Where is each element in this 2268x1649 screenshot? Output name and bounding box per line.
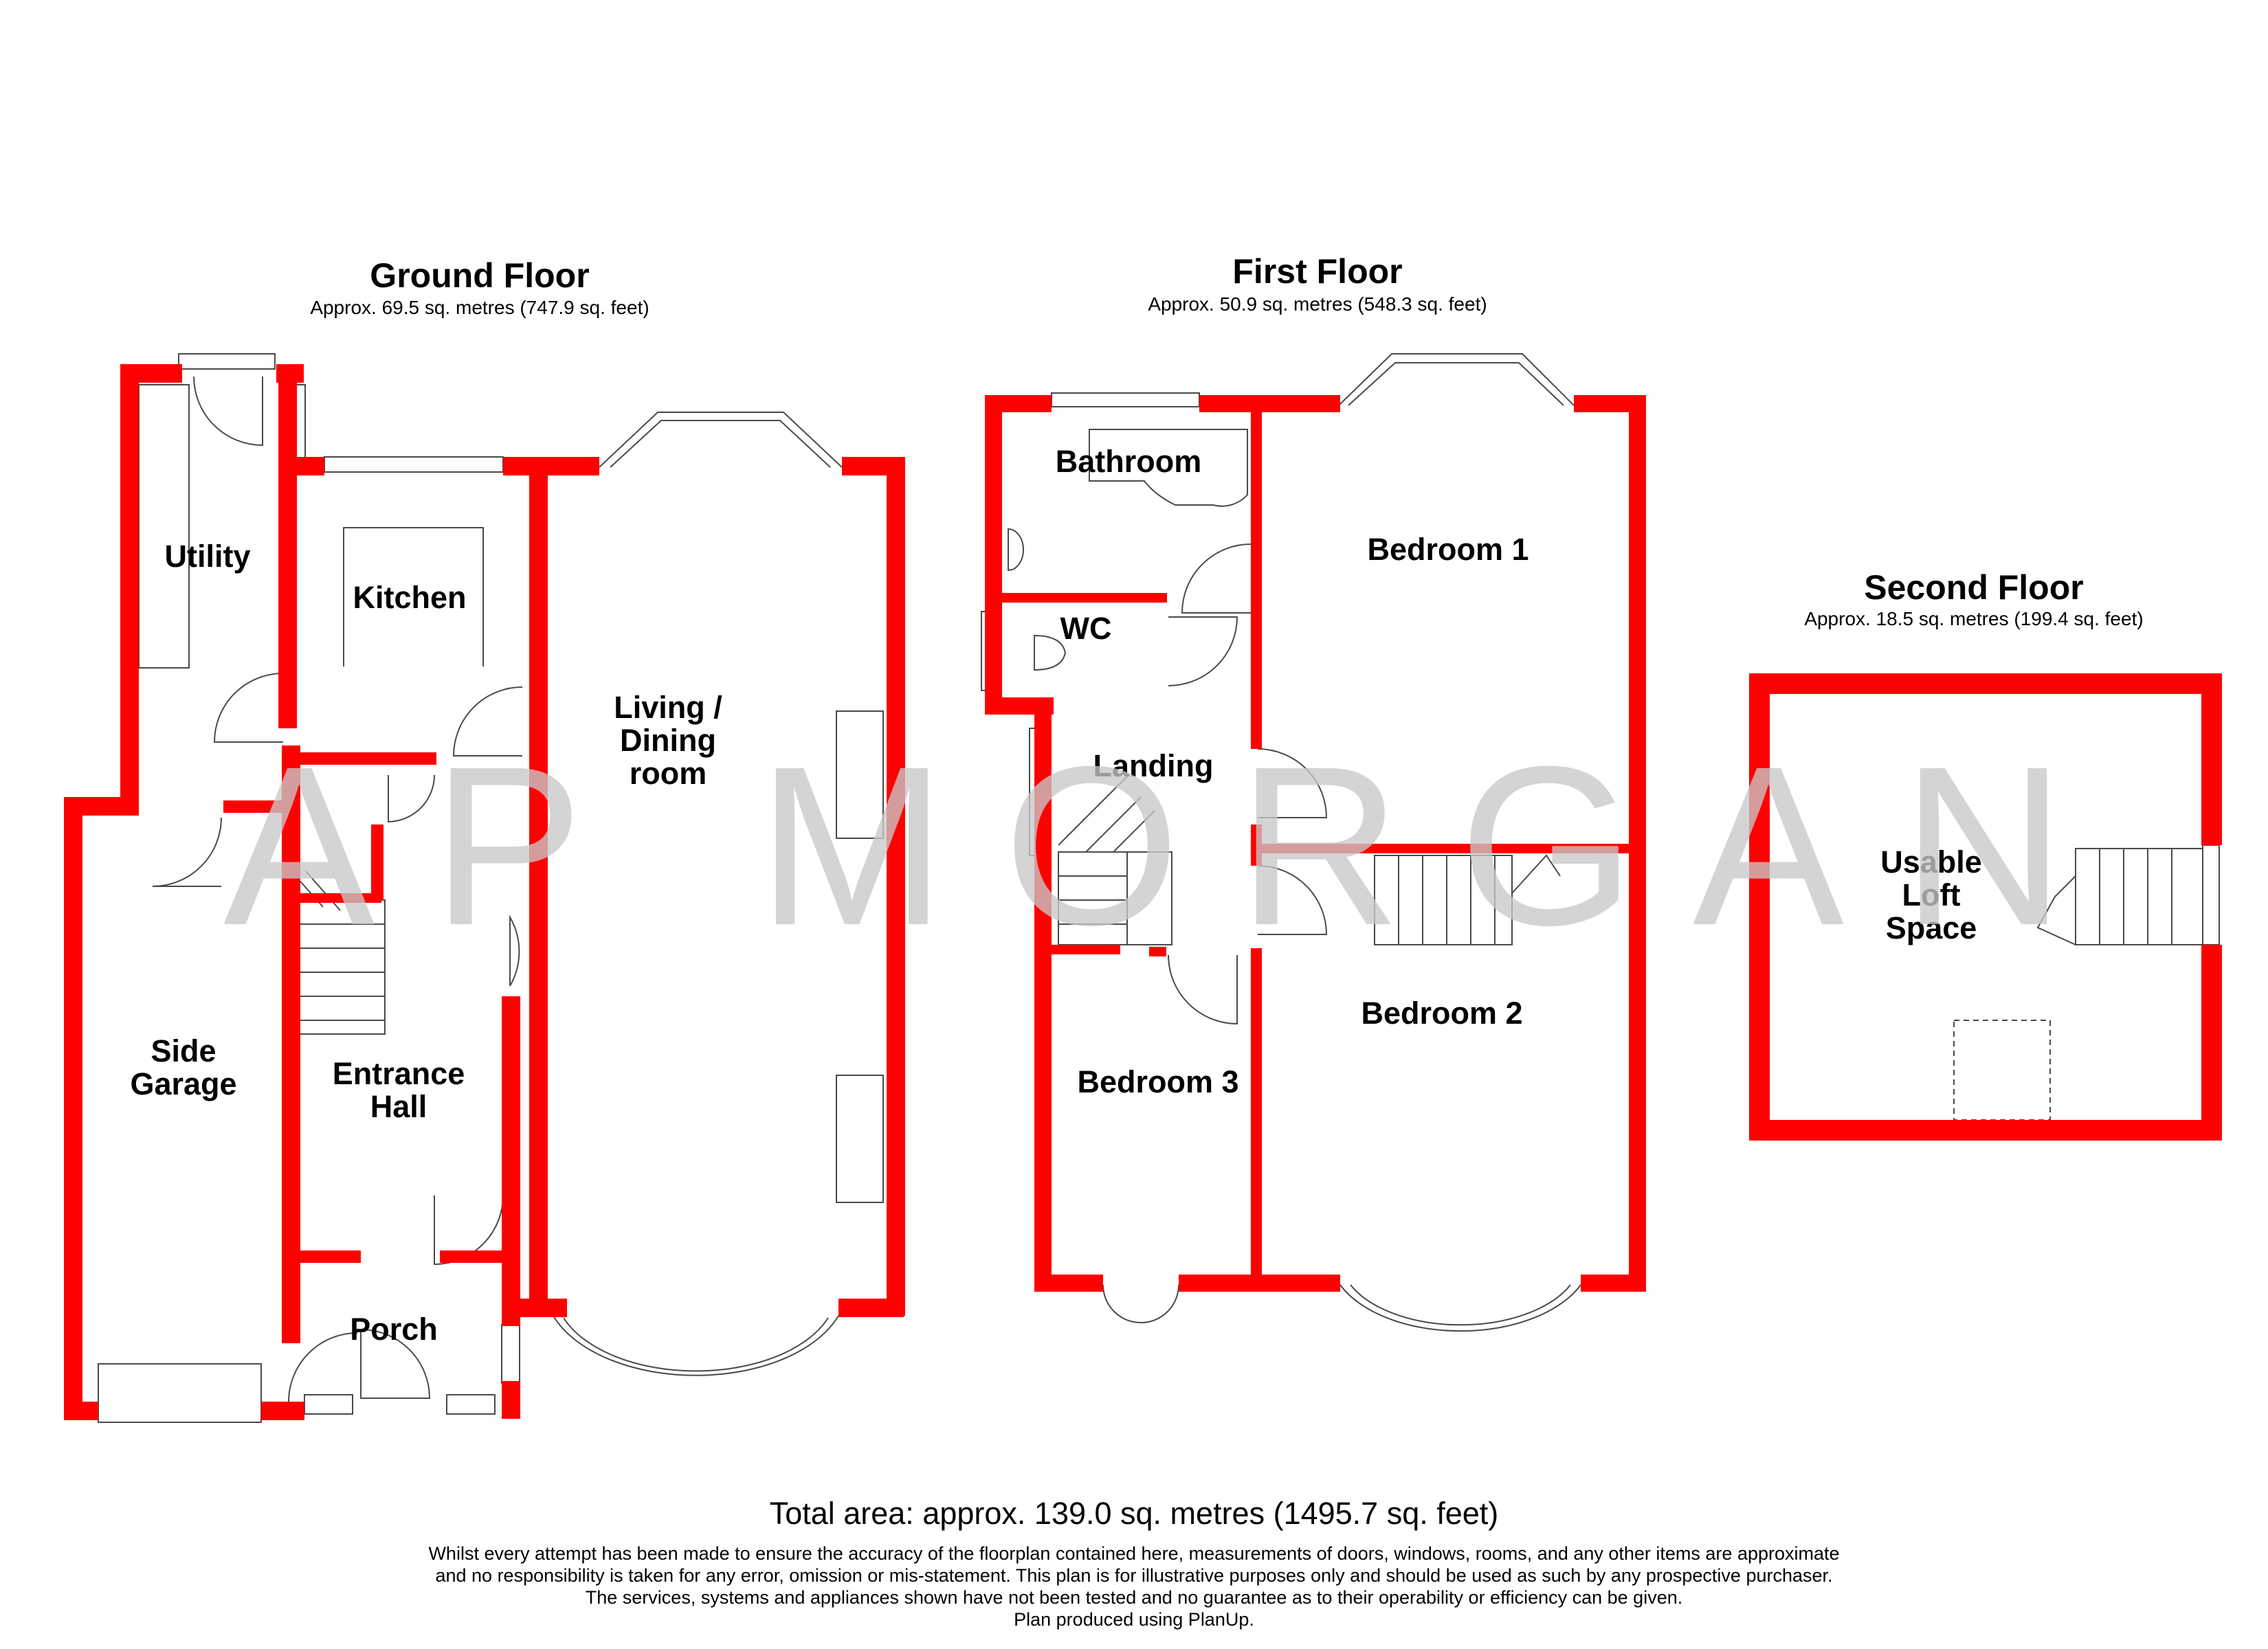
total-area: Total area: approx. 139.0 sq. metres (14…	[769, 1496, 1499, 1531]
utility-back-door	[193, 376, 263, 447]
label-kitchen: Kitchen	[353, 580, 466, 615]
label-hall-1: Entrance	[333, 1056, 465, 1091]
bath-tub	[1089, 429, 1248, 507]
label-garage-1: Side	[151, 1033, 216, 1068]
utility-kitchen-door	[213, 673, 284, 743]
label-landing: Landing	[1093, 748, 1214, 783]
front-door	[360, 1328, 431, 1399]
disclaimer-line-2: and no responsibility is taken for any e…	[435, 1565, 1833, 1586]
disclaimer-line-1: Whilst every attempt has been made to en…	[428, 1543, 1840, 1564]
kitchen-hall-door	[452, 686, 523, 756]
porch-window-left	[304, 1394, 353, 1415]
loft-window	[2202, 844, 2220, 945]
bedroom1-bay	[1338, 353, 1575, 406]
first-floor-area: Approx. 50.9 sq. metres (548.3 sq. feet)	[1148, 293, 1487, 315]
porch-side-door	[288, 1332, 358, 1402]
second-floor-plan	[1749, 673, 2222, 1141]
living-chimney-breast-1	[836, 710, 884, 839]
living-front-bay	[553, 1315, 839, 1376]
bedroom3-door	[1168, 954, 1238, 1025]
room-labels: Utility Kitchen Living / Dining room Sid…	[130, 444, 1981, 1347]
first-floor-heading: First Floor Approx. 50.9 sq. metres (548…	[1148, 252, 1487, 315]
label-loft-3: Space	[1886, 910, 1977, 945]
label-living-2: Dining	[620, 723, 716, 758]
label-utility: Utility	[164, 539, 250, 574]
bathroom-basin	[1008, 528, 1024, 572]
watermark: AP MORGAN	[223, 719, 2065, 972]
second-floor-area: Approx. 18.5 sq. metres (199.4 sq. feet)	[1804, 608, 2143, 629]
ground-floor-plan	[64, 353, 905, 1423]
bedroom1-door	[1257, 748, 1328, 818]
disclaimer-line-3: The services, systems and appliances sho…	[585, 1587, 1683, 1608]
bathroom-door	[1181, 543, 1252, 614]
footer: Total area: approx. 139.0 sq. metres (14…	[0, 1494, 2268, 1630]
bedroom3-bay	[1102, 1284, 1179, 1323]
ground-floor-walls	[64, 364, 905, 1420]
bathroom-window	[1051, 392, 1200, 407]
first-floor-walls	[985, 395, 1646, 1292]
label-bedroom-2: Bedroom 2	[1361, 996, 1522, 1031]
utility-worktop	[138, 384, 190, 669]
label-wc: WC	[1060, 611, 1112, 646]
first-floor-plan	[981, 353, 1646, 1332]
label-living-1: Living /	[614, 690, 722, 725]
utility-window-top	[178, 353, 276, 370]
porch-side-window	[501, 1324, 520, 1384]
label-garage-2: Garage	[130, 1066, 236, 1101]
ground-floor-title: Ground Floor	[370, 256, 589, 295]
bedroom2-door	[1257, 865, 1328, 935]
label-living-3: room	[630, 756, 707, 791]
porch-inner-door	[434, 1195, 504, 1266]
first-floor-staircase	[1058, 776, 1172, 945]
label-porch: Porch	[350, 1312, 438, 1347]
disclaimer-line-4: Plan produced using PlanUp.	[1014, 1609, 1254, 1630]
loft-hatch	[1953, 1020, 2051, 1121]
porch-window-right	[446, 1394, 496, 1415]
living-chimney-breast-2	[836, 1075, 884, 1203]
second-floor-walls	[1749, 673, 2222, 1141]
garage-door-panel	[98, 1363, 262, 1423]
garage-door	[152, 817, 222, 887]
living-rear-bay	[599, 412, 843, 468]
kitchen-units	[343, 527, 484, 666]
second-floor-title: Second Floor	[1864, 568, 2083, 607]
label-loft-1: Usable	[1880, 844, 1982, 879]
second-floor-heading: Second Floor Approx. 18.5 sq. metres (19…	[1804, 568, 2143, 629]
first-floor-loft-stairs	[1374, 854, 1561, 945]
living-room-door	[509, 915, 520, 987]
ground-floor-heading: Ground Floor Approx. 69.5 sq. metres (74…	[310, 256, 649, 318]
label-loft-2: Loft	[1902, 877, 1961, 912]
label-bedroom-3: Bedroom 3	[1077, 1064, 1238, 1099]
bedroom2-bay	[1339, 1284, 1581, 1332]
label-bathroom: Bathroom	[1056, 444, 1202, 479]
loft-staircase	[2036, 848, 2203, 945]
wc-toilet	[1034, 634, 1067, 671]
understairs-door	[388, 774, 435, 823]
label-hall-2: Hall	[370, 1089, 427, 1124]
kitchen-window	[324, 456, 504, 473]
ground-floor-area: Approx. 69.5 sq. metres (747.9 sq. feet)	[310, 297, 649, 318]
first-floor-title: First Floor	[1232, 252, 1402, 291]
label-bedroom-1: Bedroom 1	[1367, 532, 1528, 567]
wc-door	[1168, 616, 1238, 686]
